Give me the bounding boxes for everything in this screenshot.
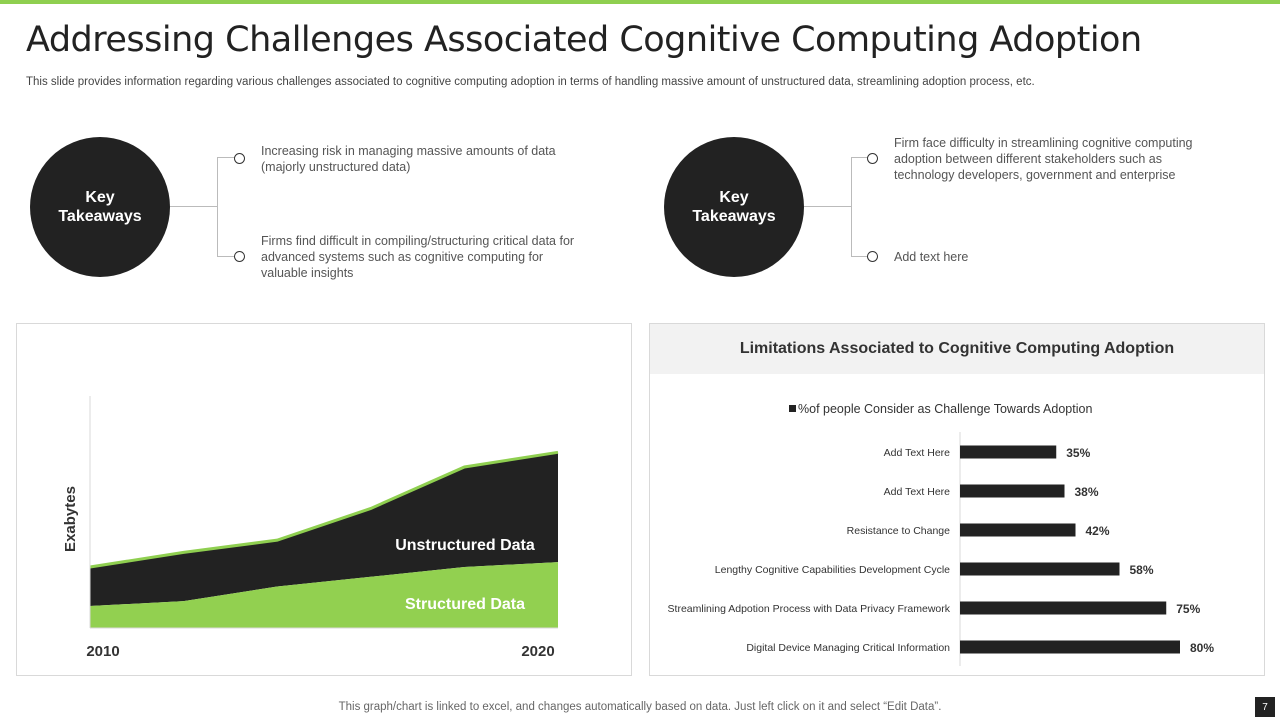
x-tick-label: 2010 (86, 643, 119, 660)
bar-chart[interactable]: %of people Consider as Challenge Towards… (650, 324, 1266, 677)
series-label-structured: Structured Data (405, 596, 525, 613)
bar-chart-title: Limitations Associated to Cognitive Comp… (650, 324, 1264, 374)
bar-value-label: 42% (1086, 524, 1110, 538)
bar (960, 640, 1180, 654)
category-label: Lengthy Cognitive Capabilities Developme… (715, 564, 950, 576)
category-label: Add Text Here (884, 447, 951, 459)
slide-title: Addressing Challenges Associated Cogniti… (26, 20, 1142, 60)
bar-value-label: 35% (1066, 446, 1090, 460)
bullet-circle-icon (234, 153, 245, 164)
takeaway-item: Increasing risk in managing massive amou… (261, 144, 556, 174)
circle-label: Key Takeaways (58, 188, 142, 225)
bar (960, 601, 1167, 615)
bar-value-label: 58% (1130, 563, 1154, 577)
bullet-circle-icon (234, 251, 245, 262)
connector-line (804, 206, 852, 207)
key-takeaways-circle-left: Key Takeaways (30, 137, 170, 277)
category-label: Streamlining Adpotion Process with Data … (668, 603, 951, 615)
takeaway-item: Firms find difficult in compiling/struct… (261, 234, 575, 280)
series-label-unstructured: Unstructured Data (395, 537, 535, 554)
bar-value-label: 80% (1190, 641, 1214, 655)
key-takeaways-circle-right: Key Takeaways (664, 137, 804, 277)
bullet-circle-icon (867, 251, 878, 262)
bar (960, 523, 1076, 537)
y-axis-label: Exabytes (62, 486, 79, 552)
bar-value-label: 75% (1176, 602, 1200, 616)
bar-value-label: 38% (1075, 485, 1099, 499)
category-label: Resistance to Change (847, 525, 950, 537)
bar (960, 484, 1065, 498)
unstructured-data-area (90, 452, 558, 607)
slide-subtitle: This slide provides information regardin… (26, 76, 1035, 88)
area-chart[interactable]: Exabytes 2010 2020 Unstructured DataStructu… (17, 324, 633, 677)
takeaway-item: Firm face difficulty in streamlining cog… (894, 136, 1193, 182)
structured-data-area (90, 562, 558, 628)
bar-chart-panel: Limitations Associated to Cognitive Comp… (649, 323, 1265, 676)
category-label: Digital Device Managing Critical Informa… (746, 642, 950, 654)
bar (960, 562, 1120, 576)
circle-label: Key Takeaways (692, 188, 776, 225)
bullet-circle-icon (867, 153, 878, 164)
legend-swatch (789, 405, 796, 412)
category-label: Add Text Here (884, 486, 951, 498)
takeaway-item: Add text here (894, 250, 969, 264)
legend-label: %of people Consider as Challenge Towards… (798, 402, 1092, 416)
x-tick-label: 2020 (521, 643, 554, 660)
page-number: 7 (1255, 697, 1275, 717)
top-edge-line (89, 450, 559, 569)
footer-note: This graph/chart is linked to excel, and… (338, 701, 942, 713)
top-accent-line (0, 0, 1280, 4)
connector-line (170, 206, 218, 207)
connector-bracket (217, 157, 239, 257)
bar (960, 445, 1057, 459)
connector-bracket (851, 157, 873, 257)
